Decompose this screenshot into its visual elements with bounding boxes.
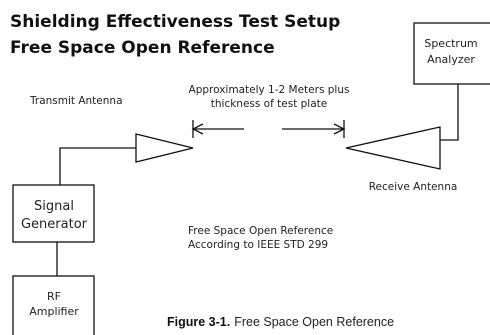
- page-subtitle: Free Space Open Reference: [10, 38, 275, 58]
- arrowhead-right-icon: [333, 123, 346, 135]
- distance-note-line2: thickness of test plate: [211, 98, 328, 110]
- spectrum-analyzer-box: [413, 22, 490, 85]
- signal-generator-box: [12, 184, 95, 243]
- transmit-antenna-icon: [135, 133, 194, 163]
- receive-antenna-icon: [345, 126, 441, 170]
- rf-amplifier-box: [12, 275, 95, 335]
- spectrum-analyzer-label-2: Analyzer: [427, 53, 475, 66]
- signal-generator-label-1: Signal: [34, 199, 74, 214]
- receive-antenna-label: Receive Antenna: [369, 181, 458, 193]
- analyzer-cable: [440, 84, 459, 141]
- reference-note-line2: According to IEEE STD 299: [188, 239, 328, 251]
- rf-amplifier-label-1: RF: [47, 290, 61, 303]
- figure-number: Figure 3-1.: [167, 315, 230, 329]
- transmit-cable: [59, 147, 136, 185]
- rf-amplifier-label-2: Amplifier: [29, 305, 79, 318]
- spectrum-analyzer-label-1: Spectrum: [424, 37, 477, 50]
- transmit-antenna-label: Transmit Antenna: [29, 95, 123, 107]
- distance-note-line1: Approximately 1-2 Meters plus: [189, 84, 350, 96]
- arrowhead-left-icon: [191, 123, 204, 135]
- signal-generator-label-2: Generator: [21, 217, 88, 232]
- figure-caption-text: Free Space Open Reference: [234, 315, 394, 329]
- figure-caption: Figure 3-1. Free Space Open Reference: [167, 315, 394, 329]
- page-title: Shielding Effectiveness Test Setup: [10, 12, 340, 32]
- reference-note-line1: Free Space Open Reference: [188, 225, 333, 237]
